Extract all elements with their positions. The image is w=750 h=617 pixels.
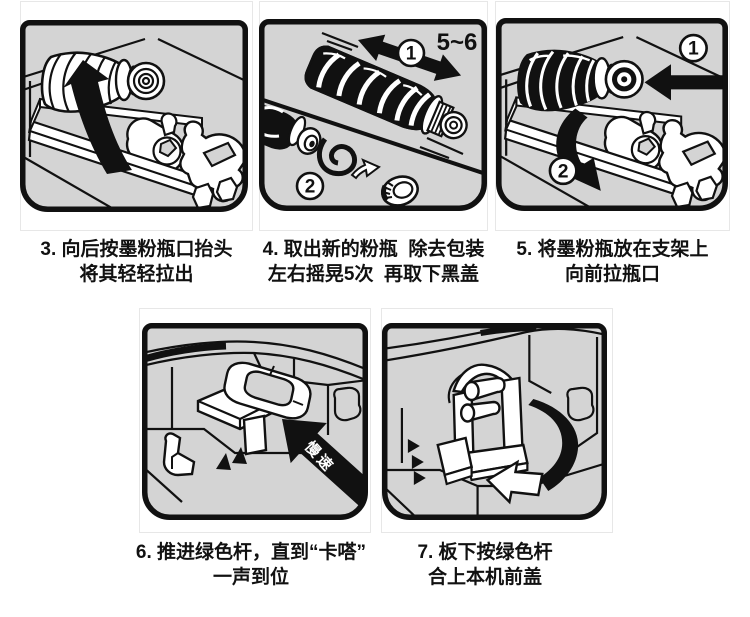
step-3-illustration [20, 20, 248, 212]
panel-frame [382, 323, 607, 520]
step-6-caption: 6. 推进绿色杆，直到“卡嗒” 一声到位 [133, 540, 369, 590]
press-indicator-triangles [216, 447, 247, 470]
tab-part [566, 386, 595, 422]
step-7-illustration [382, 323, 607, 520]
panel-frame [496, 18, 728, 211]
step-4-caption-line-2: 左右摇晃5次 再取下黑盖 [267, 264, 480, 285]
step-7-caption: 7. 板下按绿色杆合上本机前盖 [377, 540, 593, 590]
step-3-caption-line-2: 将其轻轻拉出 [79, 264, 194, 285]
svg-text:1: 1 [406, 44, 417, 65]
step-4-caption-line-1: 4. 取出新的粉瓶 除去包装 [262, 239, 485, 260]
step-4-illustration: 1 2 5~6 [259, 19, 487, 211]
green-lever [196, 361, 312, 456]
badge: 1 [678, 33, 708, 63]
motion-lines [321, 31, 464, 160]
panel-frame [20, 20, 248, 212]
badge: 1 [396, 38, 426, 68]
panel-frame [142, 323, 368, 520]
step-6-caption-line-2: 一声到位 [212, 567, 289, 588]
tab-part [333, 386, 362, 422]
svg-text:1: 1 [688, 39, 699, 60]
svg-text:2: 2 [558, 161, 569, 182]
seal-spiral [316, 137, 381, 180]
shelf-edge-line [261, 96, 485, 177]
step-6-illustration: 慢速 [142, 323, 368, 520]
toner-bottle [517, 49, 644, 112]
close-arrow-head-icon [485, 459, 544, 505]
step-3-caption: 3. 向后按墨粉瓶口抬头将其轻轻拉出 [20, 237, 253, 287]
opened-toner-bottle [261, 101, 322, 155]
badge: 2 [295, 171, 325, 201]
step-6-caption-line-1: 6. 推进绿色杆，直到“卡嗒” [135, 542, 367, 563]
unscrew-arrow-icon [350, 158, 381, 180]
panel-frame [259, 19, 487, 211]
step-5-caption-line-1: 5. 将墨粉瓶放在支架上 [516, 239, 709, 260]
badge: 2 [548, 156, 578, 186]
step-5-illustration: 1 2 [496, 18, 728, 211]
step-5-caption-line-2: 向前拉瓶口 [564, 264, 660, 285]
step-3-caption-line-1: 3. 向后按墨粉瓶口抬头 [40, 239, 233, 260]
step-7-caption-line-1: 7. 板下按绿色杆 [417, 542, 553, 563]
small-latch-part [162, 432, 196, 477]
new-toner-bottle [304, 45, 468, 140]
press-indicator-triangles [407, 439, 426, 485]
machine-interior-lines [144, 340, 366, 503]
lift-arrow-icon [63, 60, 132, 174]
svg-text:2: 2 [305, 177, 316, 198]
close-arrow [485, 399, 579, 505]
removed-cap [381, 175, 419, 207]
shake-count-label: 5~6 [437, 29, 478, 56]
step-7-caption-line-2: 合上本机前盖 [427, 567, 542, 588]
push-left-arrow-icon [644, 64, 726, 101]
step-5-caption: 5. 将墨粉瓶放在支架上向前拉瓶口 [495, 237, 730, 287]
step-4-caption: 4. 取出新的粉瓶 除去包装左右摇晃5次 再取下黑盖 [259, 237, 488, 287]
